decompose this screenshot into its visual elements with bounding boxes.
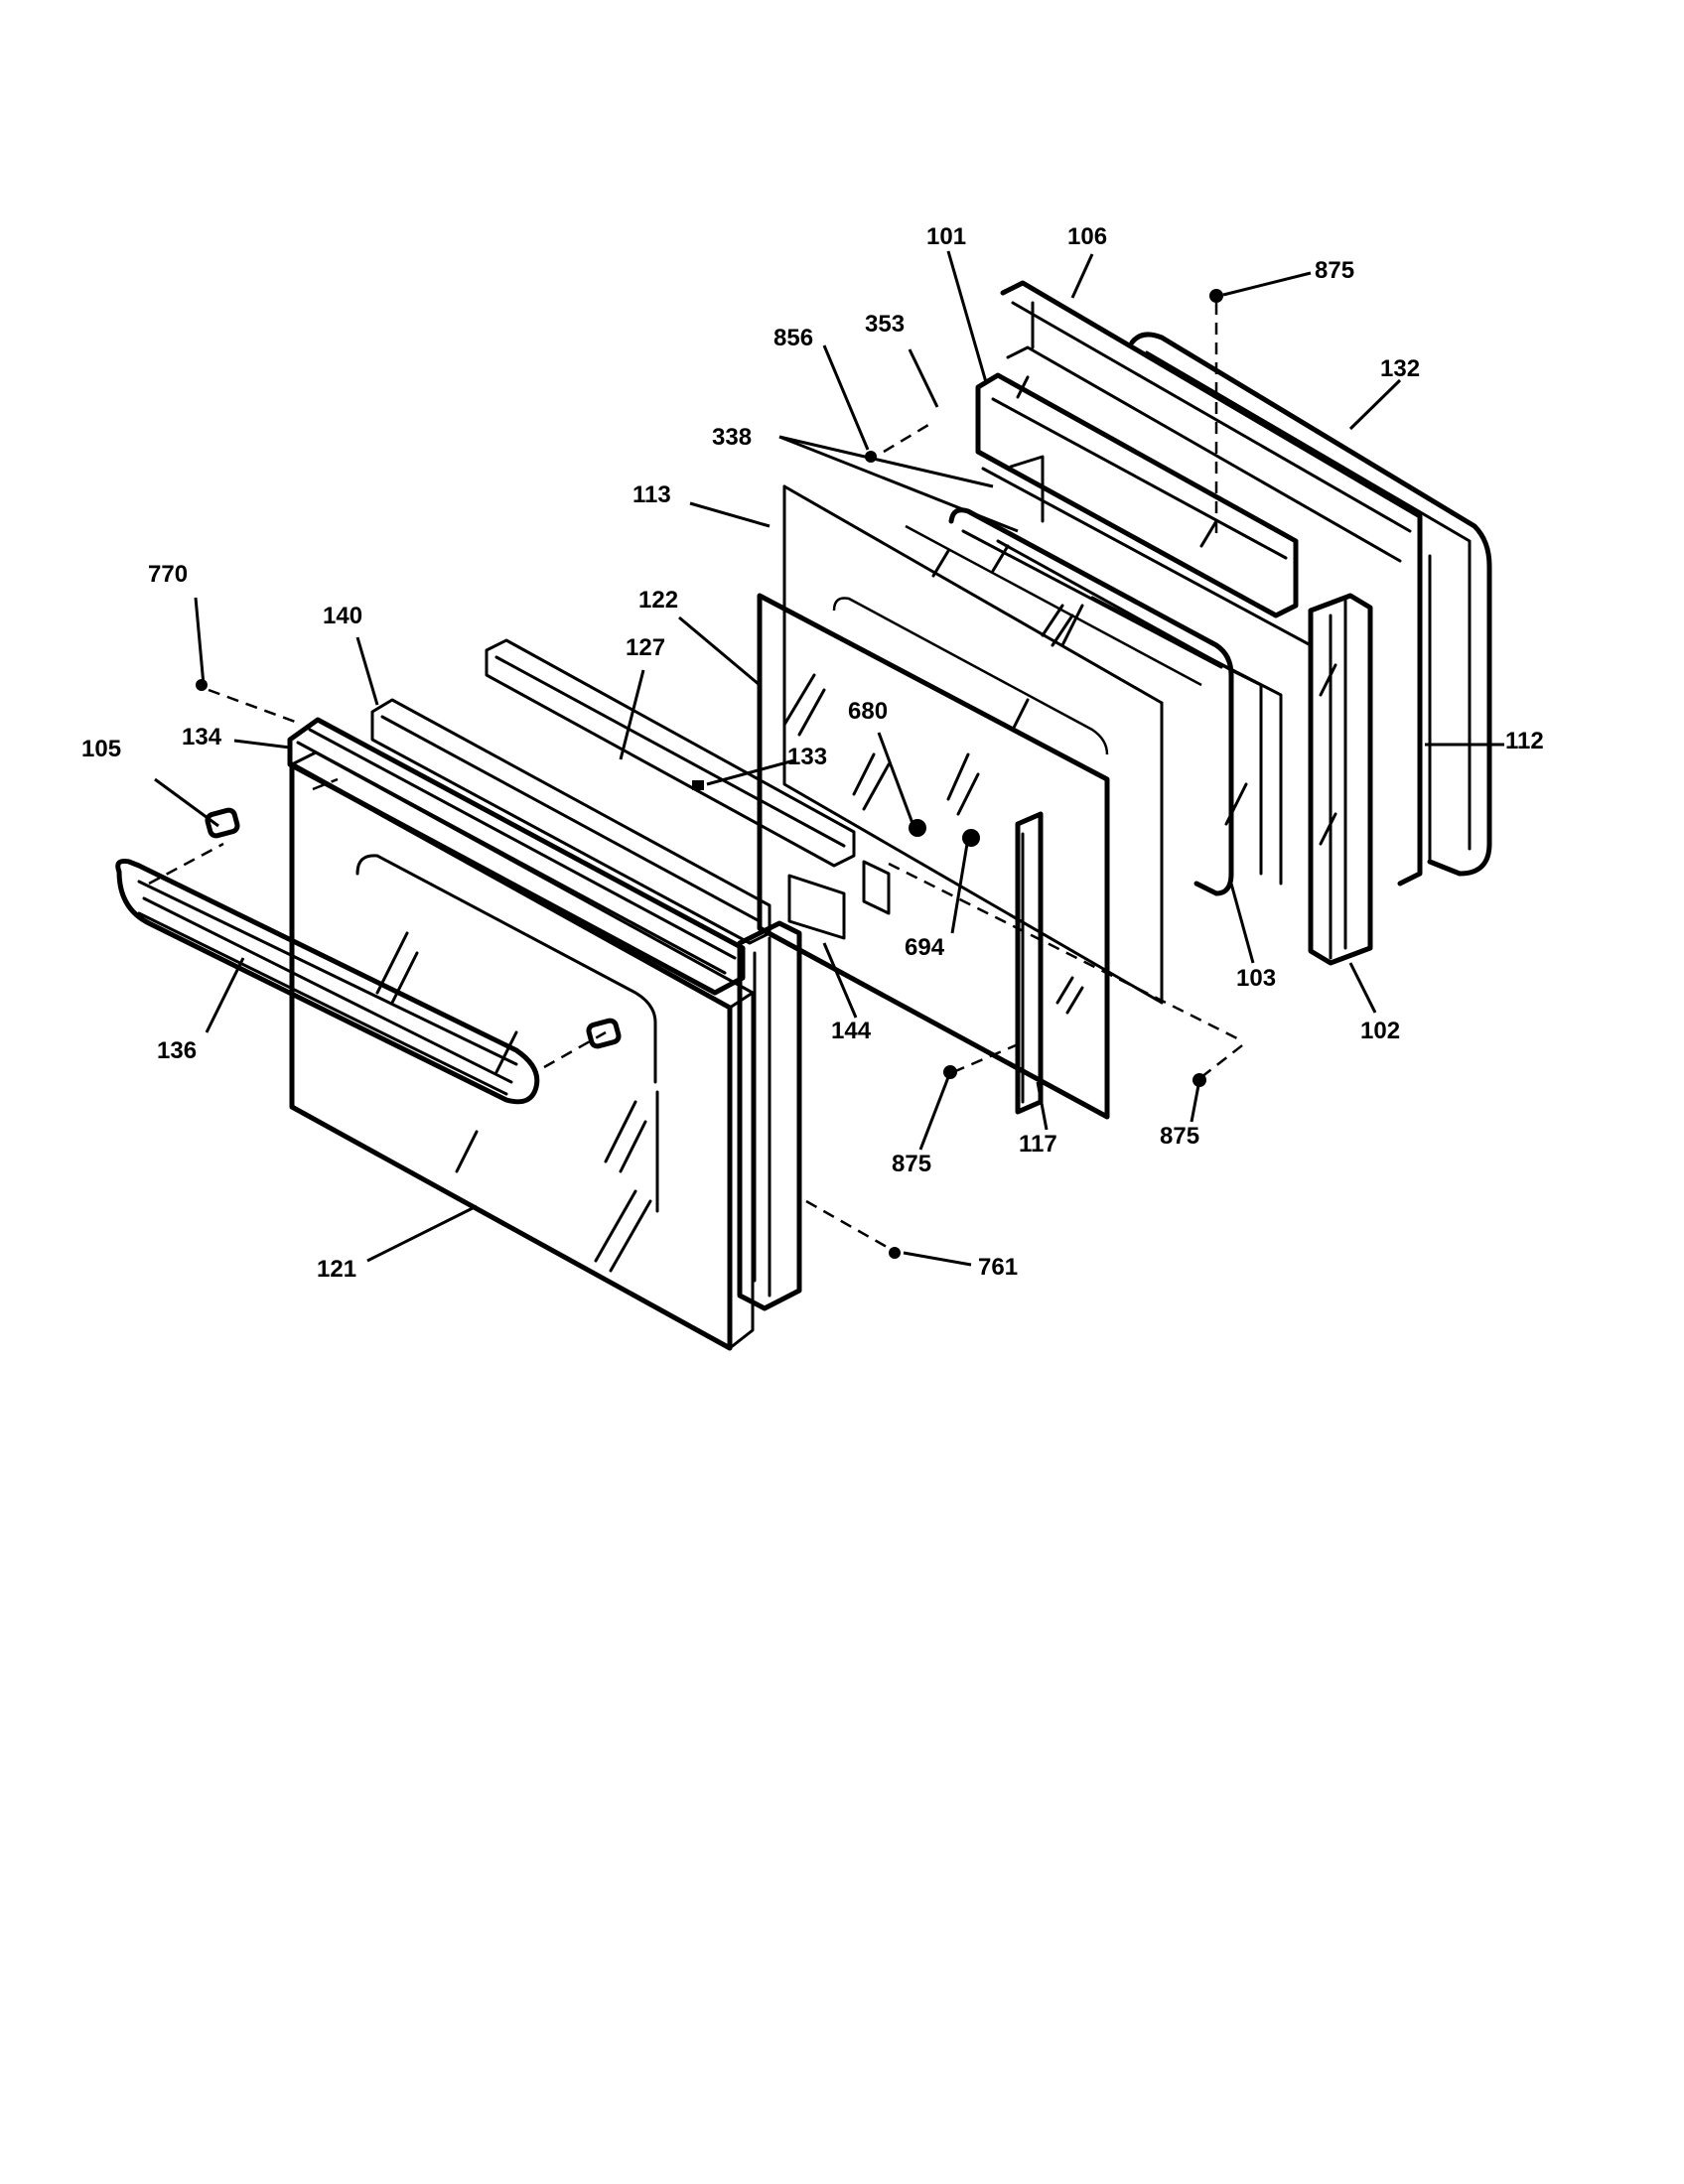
callout-140: 140 xyxy=(323,603,362,629)
callout-106: 106 xyxy=(1067,223,1107,250)
callout-102: 102 xyxy=(1360,1018,1400,1044)
door-outer-panel xyxy=(289,751,755,1351)
door-gasket-assembly xyxy=(948,507,1283,896)
callout-101: 101 xyxy=(926,223,966,250)
callout-134: 134 xyxy=(182,724,222,751)
callout-680: 680 xyxy=(848,698,888,725)
callout-875-top: 875 xyxy=(1315,257,1354,284)
callout-875-left: 875 xyxy=(892,1151,931,1177)
door-channel xyxy=(485,638,856,868)
handle-end-caps xyxy=(205,807,622,1049)
callout-122: 122 xyxy=(638,587,678,614)
door-trim-top xyxy=(287,717,746,996)
middle-glass-panel xyxy=(782,484,1202,1005)
callout-103: 103 xyxy=(1236,965,1276,992)
callout-labels: 101 106 875 856 353 132 338 113 122 770 … xyxy=(81,223,1544,1283)
callout-770: 770 xyxy=(148,561,188,588)
door-liner xyxy=(1129,332,1492,877)
callout-875-right: 875 xyxy=(1160,1123,1199,1150)
callout-117: 117 xyxy=(1019,1131,1057,1158)
door-side-frame xyxy=(737,920,802,1311)
inner-glass-panel xyxy=(757,593,1110,1120)
callout-856: 856 xyxy=(773,325,813,351)
callout-127: 127 xyxy=(626,634,665,661)
callout-133: 133 xyxy=(787,744,827,770)
callout-353: 353 xyxy=(865,311,905,338)
leader-lines xyxy=(154,250,1504,1267)
hinge-strip xyxy=(1308,593,1373,966)
door-vent-trim xyxy=(370,698,772,945)
callout-694: 694 xyxy=(905,934,945,961)
callout-112: 112 xyxy=(1505,728,1544,754)
hinge xyxy=(1015,811,1084,1115)
callout-144: 144 xyxy=(831,1018,872,1044)
callout-105: 105 xyxy=(81,736,121,762)
door-back-panel xyxy=(1000,280,1423,887)
hinge-bracket xyxy=(787,860,891,940)
door-handle xyxy=(115,859,540,1105)
callout-121: 121 xyxy=(317,1256,356,1283)
callout-761: 761 xyxy=(978,1254,1018,1281)
callout-113: 113 xyxy=(632,481,671,508)
assembly-lines xyxy=(148,303,1247,1253)
callout-132: 132 xyxy=(1380,355,1420,382)
callout-136: 136 xyxy=(157,1037,197,1064)
callout-338: 338 xyxy=(712,424,752,451)
